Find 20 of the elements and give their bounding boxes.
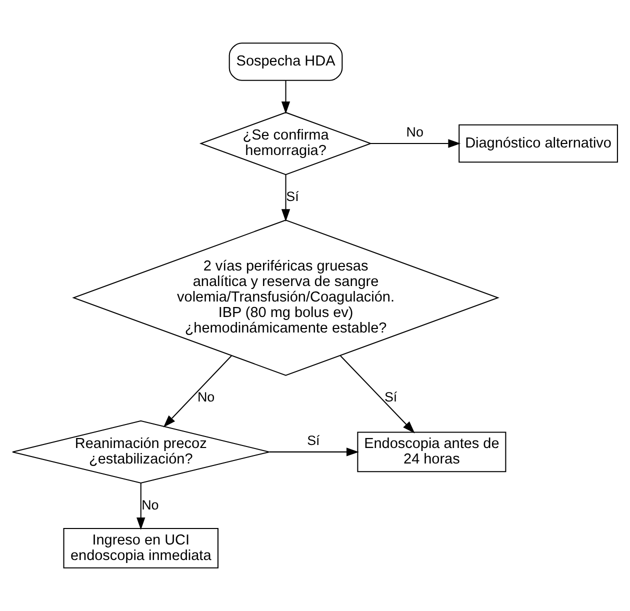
arrow	[281, 174, 290, 222]
node-box: Endoscopia antes de 24 horas	[357, 432, 506, 472]
node-box: Ingreso en UCI endoscopia inmediata	[63, 528, 218, 568]
edge-label: Sí	[307, 433, 320, 448]
arrow	[269, 448, 359, 456]
edge-label: No	[142, 497, 159, 512]
arrow	[370, 139, 461, 148]
node-box: Sospecha HDA	[228, 42, 343, 81]
node-box: Diagnóstico alternativo	[458, 124, 618, 163]
edge-label: No	[406, 124, 424, 140]
node-diamond: Reanimación precoz ¿estabilización?	[12, 420, 270, 484]
edge-label: Sí	[286, 188, 299, 204]
edge-label: Sí	[384, 390, 398, 405]
arrow	[340, 356, 415, 434]
edge-label: No	[197, 390, 215, 405]
node-diamond: 2 vías periféricas gruesas analítica y reserva de sangre volemia/Transfusión/Coagulación. IBP (80 mg bolus ev) ¿hemodinámicamente estable?	[72, 220, 500, 376]
arrow	[163, 356, 232, 428]
arrow	[281, 80, 290, 114]
node-diamond: ¿Se confirma hemorragia?	[199, 112, 372, 176]
arrow	[136, 483, 146, 530]
